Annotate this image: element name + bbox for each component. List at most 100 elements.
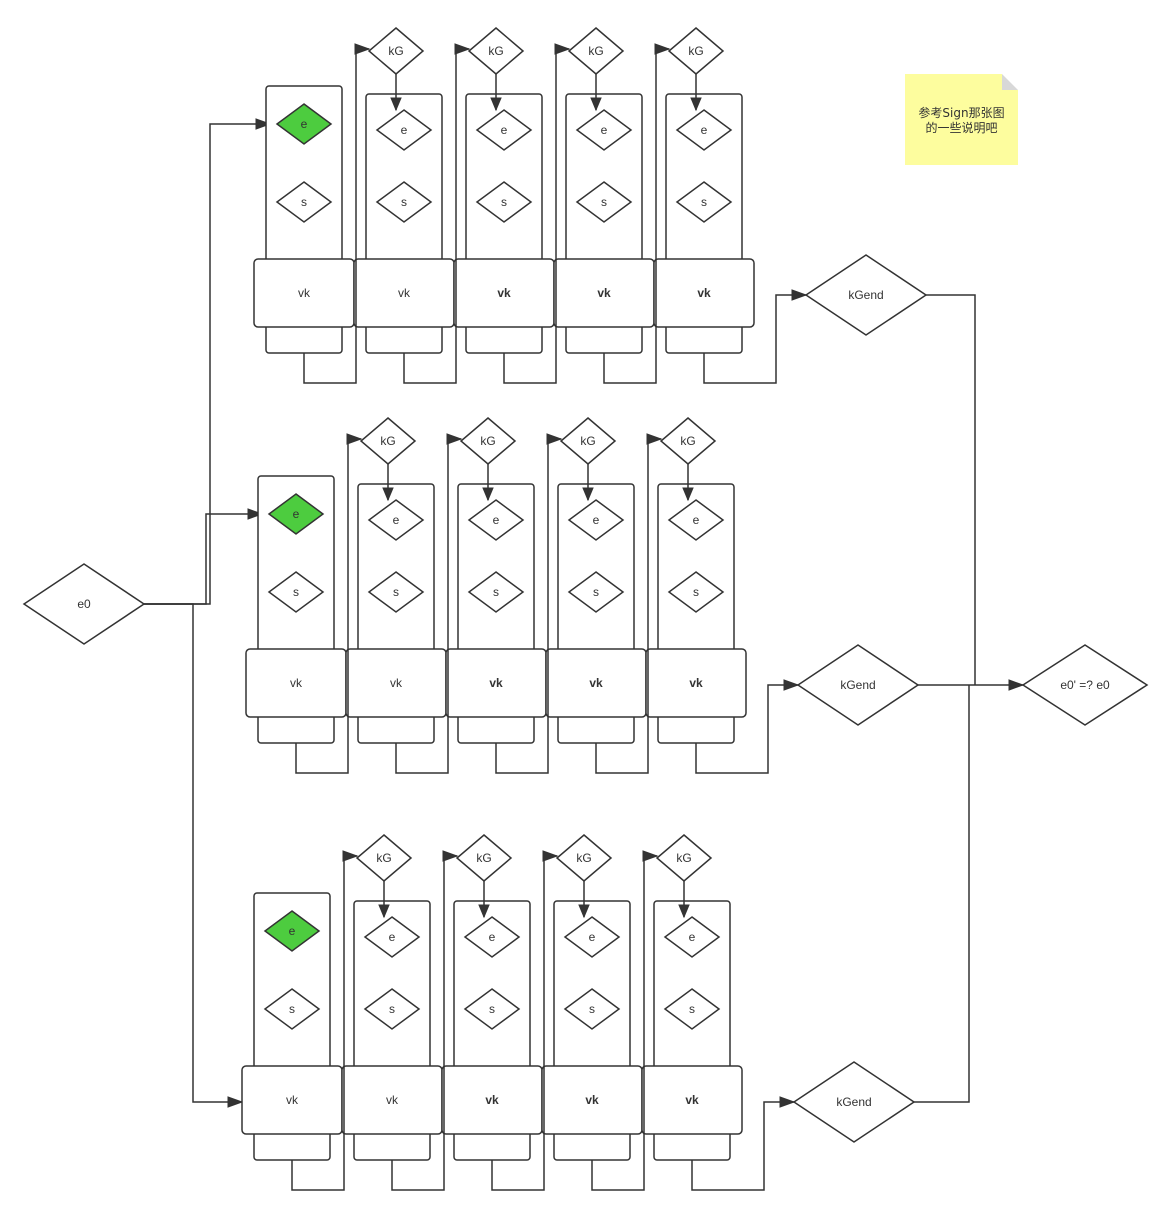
compare-label: e0' =? e0: [1060, 678, 1110, 692]
e-label: e: [593, 513, 600, 527]
edge-kG-to-e-head: [690, 97, 702, 112]
s-label: s: [493, 585, 499, 599]
e-label: e: [689, 930, 696, 944]
e-label: e: [693, 513, 700, 527]
e-label: e: [389, 930, 396, 944]
s-node[interactable]: [475, 181, 533, 223]
s-node[interactable]: [563, 988, 621, 1030]
vk-box: [641, 1065, 743, 1135]
s-node[interactable]: [263, 988, 321, 1030]
kG-label: kG: [380, 434, 395, 448]
edge-vk-to-kG-head: [346, 433, 363, 445]
edge-kG-to-e-head: [590, 97, 602, 112]
kG-label: kG: [480, 434, 495, 448]
s-node[interactable]: [567, 571, 625, 613]
s-label: s: [489, 1002, 495, 1016]
s-label: s: [701, 195, 707, 209]
edge-kG-to-e-head: [478, 904, 490, 919]
s-node[interactable]: [363, 988, 421, 1030]
edge-e0-to-row3-head: [227, 1096, 244, 1108]
e-node[interactable]: [267, 493, 325, 535]
sticky-note[interactable]: 参考Sign那张图 的一些说明吧: [905, 74, 1018, 165]
edge-vk-to-kG-head: [554, 43, 571, 55]
kGend-node[interactable]: [792, 1061, 916, 1143]
compare-node[interactable]: [1021, 644, 1149, 726]
vk-label: vk: [689, 676, 703, 690]
edge-vk-to-kG-head: [342, 850, 359, 862]
kGend-label: kGend: [840, 678, 875, 692]
s-node[interactable]: [463, 988, 521, 1030]
kG-label: kG: [476, 851, 491, 865]
e-label: e: [393, 513, 400, 527]
edge-to-kGend-head: [783, 679, 800, 691]
s-node[interactable]: [667, 571, 725, 613]
e-node[interactable]: [563, 916, 621, 958]
s-label: s: [389, 1002, 395, 1016]
e-node[interactable]: [375, 109, 433, 151]
s-node[interactable]: [675, 181, 733, 223]
e-node[interactable]: [567, 499, 625, 541]
e-node[interactable]: [363, 916, 421, 958]
vk-box: [653, 258, 755, 328]
e-node[interactable]: [663, 916, 721, 958]
s-label: s: [593, 585, 599, 599]
edge-e0-to-row1: [144, 123, 270, 605]
e-node[interactable]: [463, 916, 521, 958]
kGend-node[interactable]: [804, 254, 928, 336]
e-label: e: [701, 123, 708, 137]
kG-label: kG: [576, 851, 591, 865]
s-label: s: [393, 585, 399, 599]
vk-label: vk: [697, 286, 711, 300]
e0-start-node[interactable]: [22, 563, 146, 645]
e-label: e: [601, 123, 608, 137]
edge-kGend3-to-compare: [914, 685, 970, 1103]
edge-kG-to-e-head: [582, 487, 594, 502]
s-node[interactable]: [575, 181, 633, 223]
vk-label: vk: [489, 676, 503, 690]
edge-vk-to-kG-head: [354, 43, 371, 55]
edge-e0-to-row2: [144, 513, 262, 605]
edge-to-kGend: [691, 1101, 794, 1191]
kG-label: kG: [588, 44, 603, 58]
e-node[interactable]: [263, 910, 321, 952]
note-line-2: 的一些说明吧: [925, 121, 998, 135]
kG-label: kG: [376, 851, 391, 865]
kG-label: kG: [688, 44, 703, 58]
edge-vk-to-kG-head: [646, 433, 663, 445]
vk-label: vk: [390, 676, 403, 690]
edge-vk-to-kG-head: [546, 433, 563, 445]
e-label: e: [289, 924, 296, 938]
kGend-node[interactable]: [796, 644, 920, 726]
edge-kG-to-e-head: [682, 487, 694, 502]
e-node[interactable]: [275, 103, 333, 145]
s-node[interactable]: [275, 181, 333, 223]
e-node[interactable]: [367, 499, 425, 541]
edge-vk-to-kG-head: [642, 850, 659, 862]
kGend-label: kGend: [836, 1095, 871, 1109]
s-node[interactable]: [367, 571, 425, 613]
edge-e0-to-row1-head: [255, 118, 272, 130]
vk-label: vk: [589, 676, 603, 690]
vk-label: vk: [597, 286, 611, 300]
vk-label: vk: [286, 1093, 299, 1107]
e-node[interactable]: [675, 109, 733, 151]
vk-label: vk: [290, 676, 303, 690]
e-node[interactable]: [475, 109, 533, 151]
s-node[interactable]: [267, 571, 325, 613]
s-node[interactable]: [375, 181, 433, 223]
e-label: e: [589, 930, 596, 944]
s-label: s: [401, 195, 407, 209]
note-fold-corner: [1002, 74, 1018, 90]
edge-kG-to-e-head: [490, 97, 502, 112]
s-node[interactable]: [663, 988, 721, 1030]
e-node[interactable]: [575, 109, 633, 151]
s-label: s: [693, 585, 699, 599]
edge-kG-to-e-head: [482, 487, 494, 502]
edge-kG-to-e-head: [382, 487, 394, 502]
e-node[interactable]: [467, 499, 525, 541]
s-node[interactable]: [467, 571, 525, 613]
e-label: e: [501, 123, 508, 137]
edge-kG-to-e-head: [578, 904, 590, 919]
e-node[interactable]: [667, 499, 725, 541]
edge-to-kGend: [703, 294, 806, 384]
